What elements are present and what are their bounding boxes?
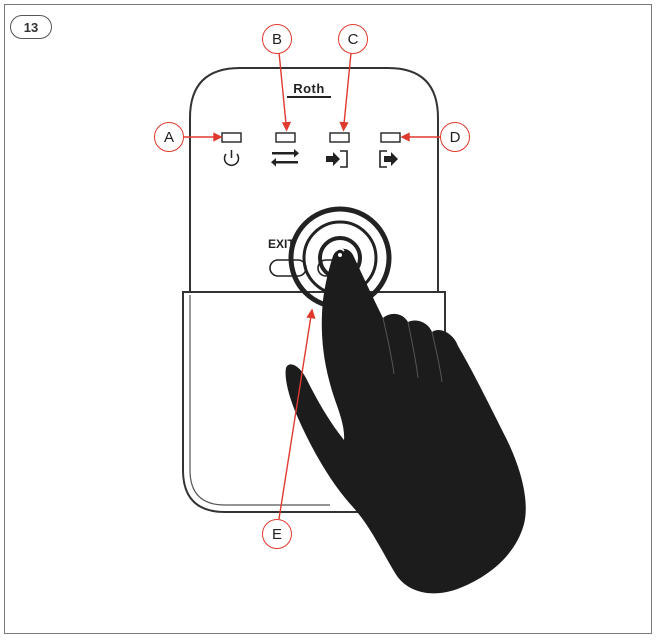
led-power bbox=[221, 132, 242, 143]
hand-icon bbox=[285, 248, 526, 594]
led-swap bbox=[275, 132, 296, 143]
callout-b: B bbox=[262, 24, 292, 54]
leader-c bbox=[343, 52, 352, 125]
exit-label: EXIT bbox=[268, 237, 295, 251]
exit-icon bbox=[379, 150, 398, 168]
figure-number: 13 bbox=[10, 15, 52, 39]
enter-icon bbox=[326, 150, 348, 168]
wireless-touch-icon bbox=[332, 242, 348, 258]
brand-logo: Roth bbox=[287, 82, 331, 98]
led-enter bbox=[329, 132, 350, 143]
callout-c: C bbox=[338, 24, 368, 54]
exit-button bbox=[269, 259, 307, 277]
led-exit bbox=[380, 132, 401, 143]
callout-d: D bbox=[440, 122, 470, 152]
power-icon bbox=[223, 150, 240, 167]
callout-a: A bbox=[154, 122, 184, 152]
leader-e bbox=[278, 315, 312, 520]
callout-e: E bbox=[262, 519, 292, 549]
device-body bbox=[189, 67, 439, 292]
swap-arrows-icon bbox=[271, 149, 299, 167]
figure-frame bbox=[4, 4, 652, 634]
leader-b bbox=[278, 51, 287, 125]
